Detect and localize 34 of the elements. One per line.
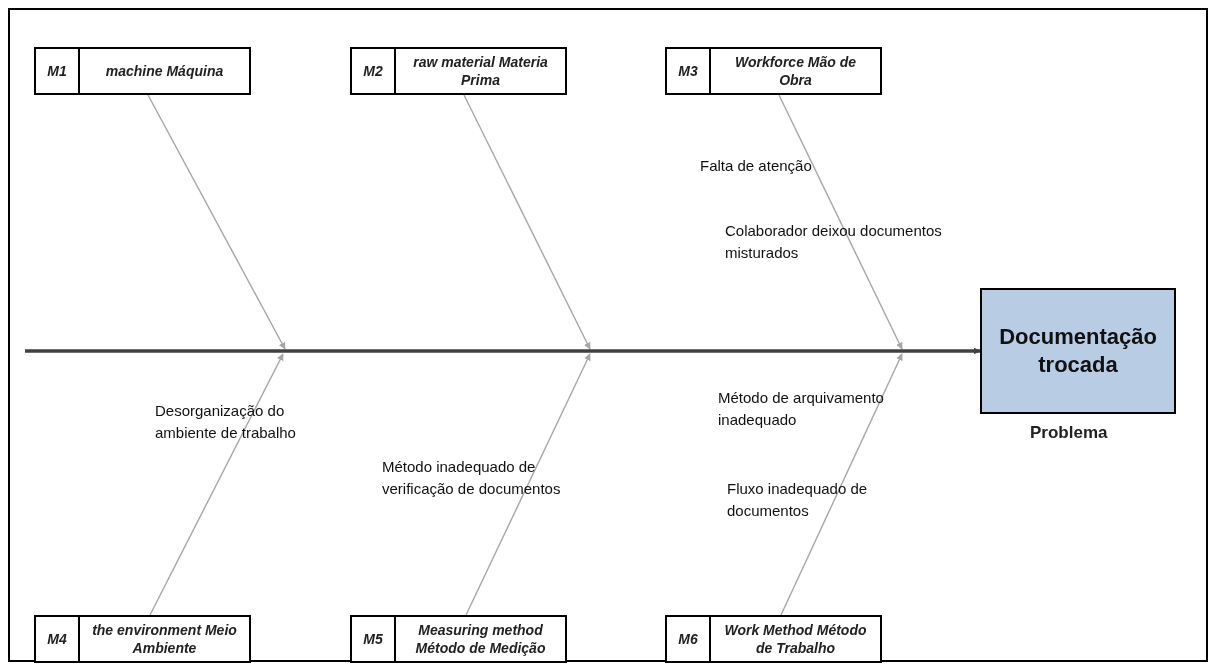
bone-arrow	[465, 353, 591, 616]
category-box	[665, 615, 882, 663]
bone-arrow	[147, 94, 286, 350]
bone-arrow	[463, 94, 591, 350]
category-code: M2	[352, 49, 396, 93]
cause-label: Desorganização do ambiente de trabalho	[155, 401, 297, 443]
problem-box	[980, 288, 1176, 414]
category-code: M6	[667, 617, 711, 661]
cause-label: Colaborador deixou documentos misturados	[725, 221, 943, 263]
category-label: machine Máquina	[104, 62, 225, 81]
bone-arrow	[780, 353, 903, 616]
category-box	[34, 47, 251, 95]
category-label: raw material Materia Prima	[412, 53, 549, 90]
category-box	[350, 615, 567, 663]
category-box	[665, 47, 882, 95]
cause-label: Falta de atenção	[700, 156, 813, 176]
bone-arrow	[778, 94, 903, 350]
problem-caption: Problema	[1030, 423, 1108, 443]
category-label: Measuring method Método de Medição	[414, 621, 547, 658]
category-code: M3	[667, 49, 711, 93]
category-label: Workforce Mão de Obra	[733, 53, 858, 90]
cause-label: Método inadequado de verificação de documentos	[382, 457, 562, 499]
cause-label: Fluxo inadequado de documentos	[727, 479, 869, 521]
category-box	[34, 615, 251, 663]
cause-label: Método de arquivamento inadequado	[718, 388, 885, 430]
spine-arrow	[25, 347, 981, 355]
category-code: M5	[352, 617, 396, 661]
category-code: M4	[36, 617, 80, 661]
category-box	[350, 47, 567, 95]
category-code: M1	[36, 49, 80, 93]
bone-arrow	[149, 353, 284, 616]
category-label: the environment Meio Ambiente	[91, 621, 238, 658]
category-label: Work Method Método de Trabalho	[723, 621, 868, 658]
problem-text: Documentação trocada	[998, 323, 1158, 379]
